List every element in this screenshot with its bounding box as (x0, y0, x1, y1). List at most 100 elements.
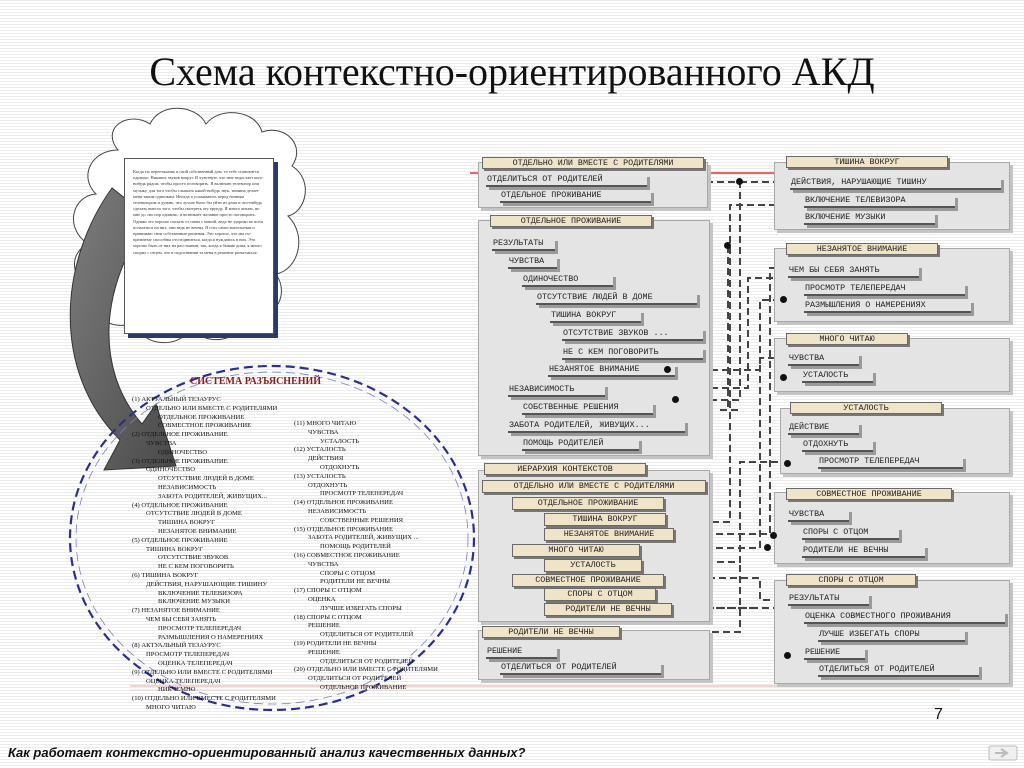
tree-item: ЧУВСТВА (508, 256, 557, 269)
tree-item: ПРОСМОТР ТЕЛЕПЕРЕДАЧ (818, 456, 963, 469)
system-list-line: ОТДЕЛЬНОЕ ПРОЖИВАНИЕ (158, 413, 245, 421)
tree-item: ТИШИНА ВОКРУГ (550, 310, 641, 323)
tree-item: РОДИТЕЛИ НЕ ВЕЧНЫ (802, 545, 925, 558)
system-title: СИСТЕМА РАЗЪЯСНЕНИЙ (190, 376, 322, 387)
system-list-line: (1) АКТУАЛЬНЫЙ ТЕЗАУРУС (132, 396, 221, 403)
tree-item: ОЦЕНКА СОВМЕСТНОГО ПРОЖИВАНИЯ (804, 611, 1005, 624)
system-list-line: ТИШИНА ВОКРУГ (146, 545, 203, 553)
tree-item: ЧУВСТВА (788, 509, 849, 522)
system-list-line: РЕШЕНИЕ (308, 648, 340, 656)
panel-joint-living (774, 492, 1010, 564)
tree-item: ДЕЙСТВИЯ, НАРУШАЮЩИЕ ТИШИНУ (790, 177, 1001, 190)
system-list-line: ОТДЕЛИТЬСЯ ОТ РОДИТЕЛЕЙ (320, 657, 414, 665)
tree-item: ОДИНОЧЕСТВО (522, 274, 613, 287)
system-list-line: ОДИНОЧЕСТВО (146, 466, 195, 474)
tree-item: ВКЛЮЧЕНИЕ МУЗЫКИ (804, 212, 935, 225)
tree-item: ОТДЕЛИТЬСЯ ОТ РОДИТЕЛЕЙ (500, 662, 661, 675)
document-text: Когда ты переезжаешь в свой собственный … (133, 169, 264, 255)
tree-item: РЕШЕНИЕ (804, 647, 865, 660)
tree-item: ЗАБОТА РОДИТЕЛЕЙ, ЖИВУЩИХ... (508, 420, 685, 433)
connector-dot (780, 296, 787, 303)
hierarchy-node: РОДИТЕЛИ НЕ ВЕЧНЫ (544, 603, 672, 616)
panel-fatigue (780, 408, 1010, 474)
tree-item: ЧУВСТВА (788, 353, 859, 366)
system-list-line: ОТДЕЛИТЬСЯ ОТ РОДИТЕЛЕЙ (320, 631, 414, 639)
system-list-line: НЕЗАВИСИМОСТЬ (308, 507, 367, 515)
system-list-line: РЕШЕНИЕ (308, 622, 340, 630)
system-list-line: ОЦЕНКА (308, 595, 336, 603)
system-list-line: (8) АКТУАЛЬНЫЙ ТЕЗАУРУС (132, 642, 221, 650)
tree-item: НЕ С КЕМ ПОГОВОРИТЬ (562, 347, 703, 360)
system-list-line: ЗАБОТА РОДИТЕЛЕЙ, ЖИВУЩИХ... (158, 492, 267, 500)
panel-header: СПОРЫ С ОТЦОМ (786, 574, 916, 586)
tree-item: РАЗМЫШЛЕНИЯ О НАМЕРЕНИЯХ (804, 300, 971, 313)
panel-header: ИЕРАРХИЯ КОНТЕКСТОВ (484, 463, 646, 475)
system-list-line: РАЗМЫШЛЕНИЯ О НАМЕРЕНИЯХ (158, 633, 264, 641)
system-list-line: ЛУЧШЕ ИЗБЕГАТЬ СПОРЫ (320, 604, 402, 612)
panel-header: ОТДЕЛЬНО ИЛИ ВМЕСТЕ С РОДИТЕЛЯМИ (482, 157, 704, 169)
interview-document: Когда ты переезжаешь в свой собственный … (124, 158, 274, 334)
system-list-line: ТИШИНА ВОКРУГ (158, 519, 215, 527)
system-list-line: ОЦЕНКА ТЕЛЕПЕРЕДАЧ (158, 659, 233, 667)
hierarchy-node: УСТАЛОСТЬ (544, 559, 642, 572)
tree-item: ЛУЧШЕ ИЗБЕГАТЬ СПОРЫ (818, 629, 965, 642)
hierarchy-node: НЕЗАНЯТОЕ ВНИМАНИЕ (544, 528, 674, 541)
tree-item: ОТДЕЛИТЬСЯ ОТ РОДИТЕЛЕЙ (486, 174, 647, 187)
panel-header: ОТДЕЛЬНОЕ ПРОЖИВАНИЕ (490, 215, 652, 227)
system-list-line: НЕ С КЕМ ПОГОВОРИТЬ (158, 563, 234, 571)
tree-item: СПОРЫ С ОТЦОМ (802, 527, 899, 540)
hierarchy-node: ОТДЕЛЬНО ИЛИ ВМЕСТЕ С РОДИТЕЛЯМИ (482, 480, 706, 493)
panel-header: УСТАЛОСТЬ (790, 402, 942, 414)
system-list-line: (15) ОТДЕЛЬНОЕ ПРОЖИВАНИЕ (294, 525, 393, 533)
system-list-line: ПРОСМОТР ТЕЛЕПЕРЕДАЧ (158, 624, 242, 632)
panel-header: СОВМЕСТНОЕ ПРОЖИВАНИЕ (786, 488, 952, 500)
system-list-line: РОДИТЕЛИ НЕ ВЕЧНЫ (320, 578, 390, 586)
panel-header: РОДИТЕЛИ НЕ ВЕЧНЫ (482, 626, 620, 638)
connector-dot (764, 544, 771, 551)
tree-item: НЕЗАНЯТОЕ ВНИМАНИЕ (548, 364, 675, 377)
connector-dot (784, 652, 791, 659)
system-list-line: (3) ОТДЕЛЬНОЕ ПРОЖИВАНИЕ (132, 457, 228, 465)
system-list-line: ПОМОЩЬ РОДИТЕЛЕЙ (320, 543, 391, 551)
system-list-line: ЧУВСТВА (308, 428, 339, 436)
connector-dot (664, 366, 671, 373)
system-list-line: (18) СПОРЫ С ОТЦОМ (294, 613, 362, 621)
next-slide-icon[interactable] (988, 744, 1018, 762)
tree-item: ОТДЕЛЬНОЕ ПРОЖИВАНИЕ (500, 190, 651, 203)
tree-item: ЧЕМ БЫ СЕБЯ ЗАНЯТЬ (788, 265, 919, 278)
hierarchy-node: СПОРЫ С ОТЦОМ (544, 588, 656, 601)
system-list-line: ВКЛЮЧЕНИЕ ТЕЛЕВИЗОРА (158, 589, 243, 597)
panel-separate-living (478, 220, 710, 456)
system-list-line: ЧУВСТВА (308, 560, 339, 568)
system-list-line: (17) СПОРЫ С ОТЦОМ (294, 587, 362, 595)
system-list-line: ОТСУТСТВИЕ ЛЮДЕЙ В ДОМЕ (146, 510, 242, 518)
system-list-line: (2) ОТДЕЛЬНОЕ ПРОЖИВАНИЕ (132, 431, 228, 439)
tree-item: ПОМОЩЬ РОДИТЕЛЕЙ (522, 438, 639, 451)
system-list-line: ОТДЕЛИТЬСЯ ОТ РОДИТЕЛЕЙ (308, 675, 402, 683)
panel-father-disputes (774, 580, 1010, 684)
panel-header: ТИШИНА ВОКРУГ (786, 156, 948, 168)
system-list-line: (12) УСТАЛОСТЬ (294, 446, 346, 454)
tree-item: ОТДЕЛИТЬСЯ ОТ РОДИТЕЛЕЙ (818, 664, 979, 677)
system-list-line: НЕЗАВИСИМОСТЬ (158, 483, 217, 491)
system-list-line: (4) ОТДЕЛЬНОЕ ПРОЖИВАНИЕ (132, 501, 228, 509)
clarification-ellipse (68, 364, 476, 712)
system-list-line: СПОРЫ С ОТЦОМ (320, 569, 376, 577)
connector-dot (780, 374, 787, 381)
system-list-line: УСТАЛОСТЬ (320, 437, 360, 445)
tree-item: УСТАЛОСТЬ (802, 370, 873, 383)
system-list-line: ЗАБОТА РОДИТЕЛЕЙ, ЖИВУЩИХ ... (308, 534, 419, 542)
system-list-line: (10) ОТДЕЛЬНО ИЛИ ВМЕСТЕ С РОДИТЕЛЯМИ (132, 695, 276, 703)
panel-header: НЕЗАНЯТОЕ ВНИМАНИЕ (786, 243, 938, 255)
system-list-line: (13) УСТАЛОСТЬ (294, 472, 346, 480)
system-list-line: МНОГО ЧИТАЮ (146, 703, 196, 711)
hierarchy-node: СОВМЕСТНОЕ ПРОЖИВАНИЕ (512, 574, 664, 587)
system-list-line: ЧЕМ БЫ СЕБЯ ЗАНЯТЬ (146, 615, 217, 623)
system-list-line: ОЦЕНКА ТЕЛЕПЕРЕДАЧ (146, 677, 221, 685)
system-list-line: (9) ОТДЕЛЬНО ИЛИ ВМЕСТЕ С РОДИТЕЛЯМИ (132, 668, 273, 676)
connector-dot (736, 178, 743, 185)
system-list-line: ОТСУТСТВИЕ ЛЮДЕЙ В ДОМЕ (158, 475, 254, 483)
panel-header: МНОГО ЧИТАЮ (786, 333, 908, 345)
system-list-line: ОТДЕЛЬНО ИЛИ ВМЕСТЕ С РОДИТЕЛЯМИ (146, 404, 278, 412)
